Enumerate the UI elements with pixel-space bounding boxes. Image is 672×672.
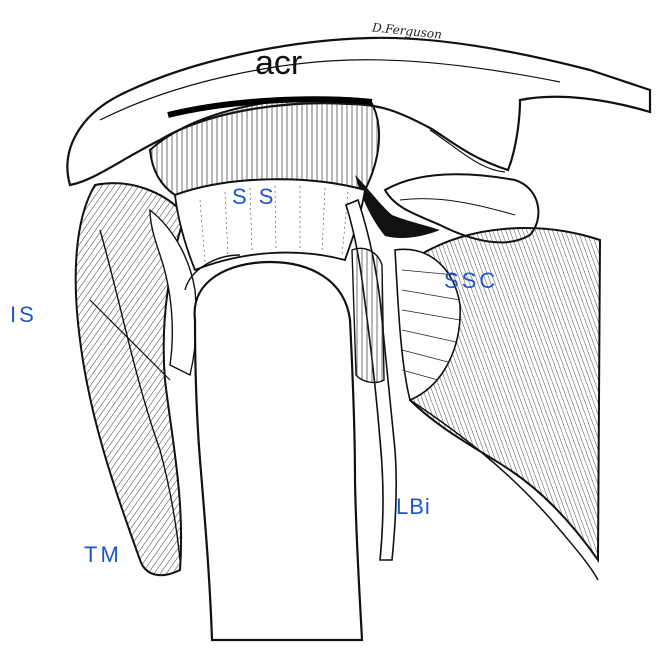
humerus <box>193 260 364 642</box>
label-supraspinatus: S S <box>232 184 277 209</box>
label-teres-minor: TM <box>84 542 122 567</box>
label-subscapularis: SSC <box>444 268 499 293</box>
label-acromion: acr <box>255 44 303 82</box>
label-long-head-biceps: LBi <box>396 494 431 519</box>
supraspinatus-tendon <box>174 178 367 272</box>
label-infraspinatus: IS <box>10 302 37 327</box>
subscapularis-tendon <box>394 248 461 402</box>
